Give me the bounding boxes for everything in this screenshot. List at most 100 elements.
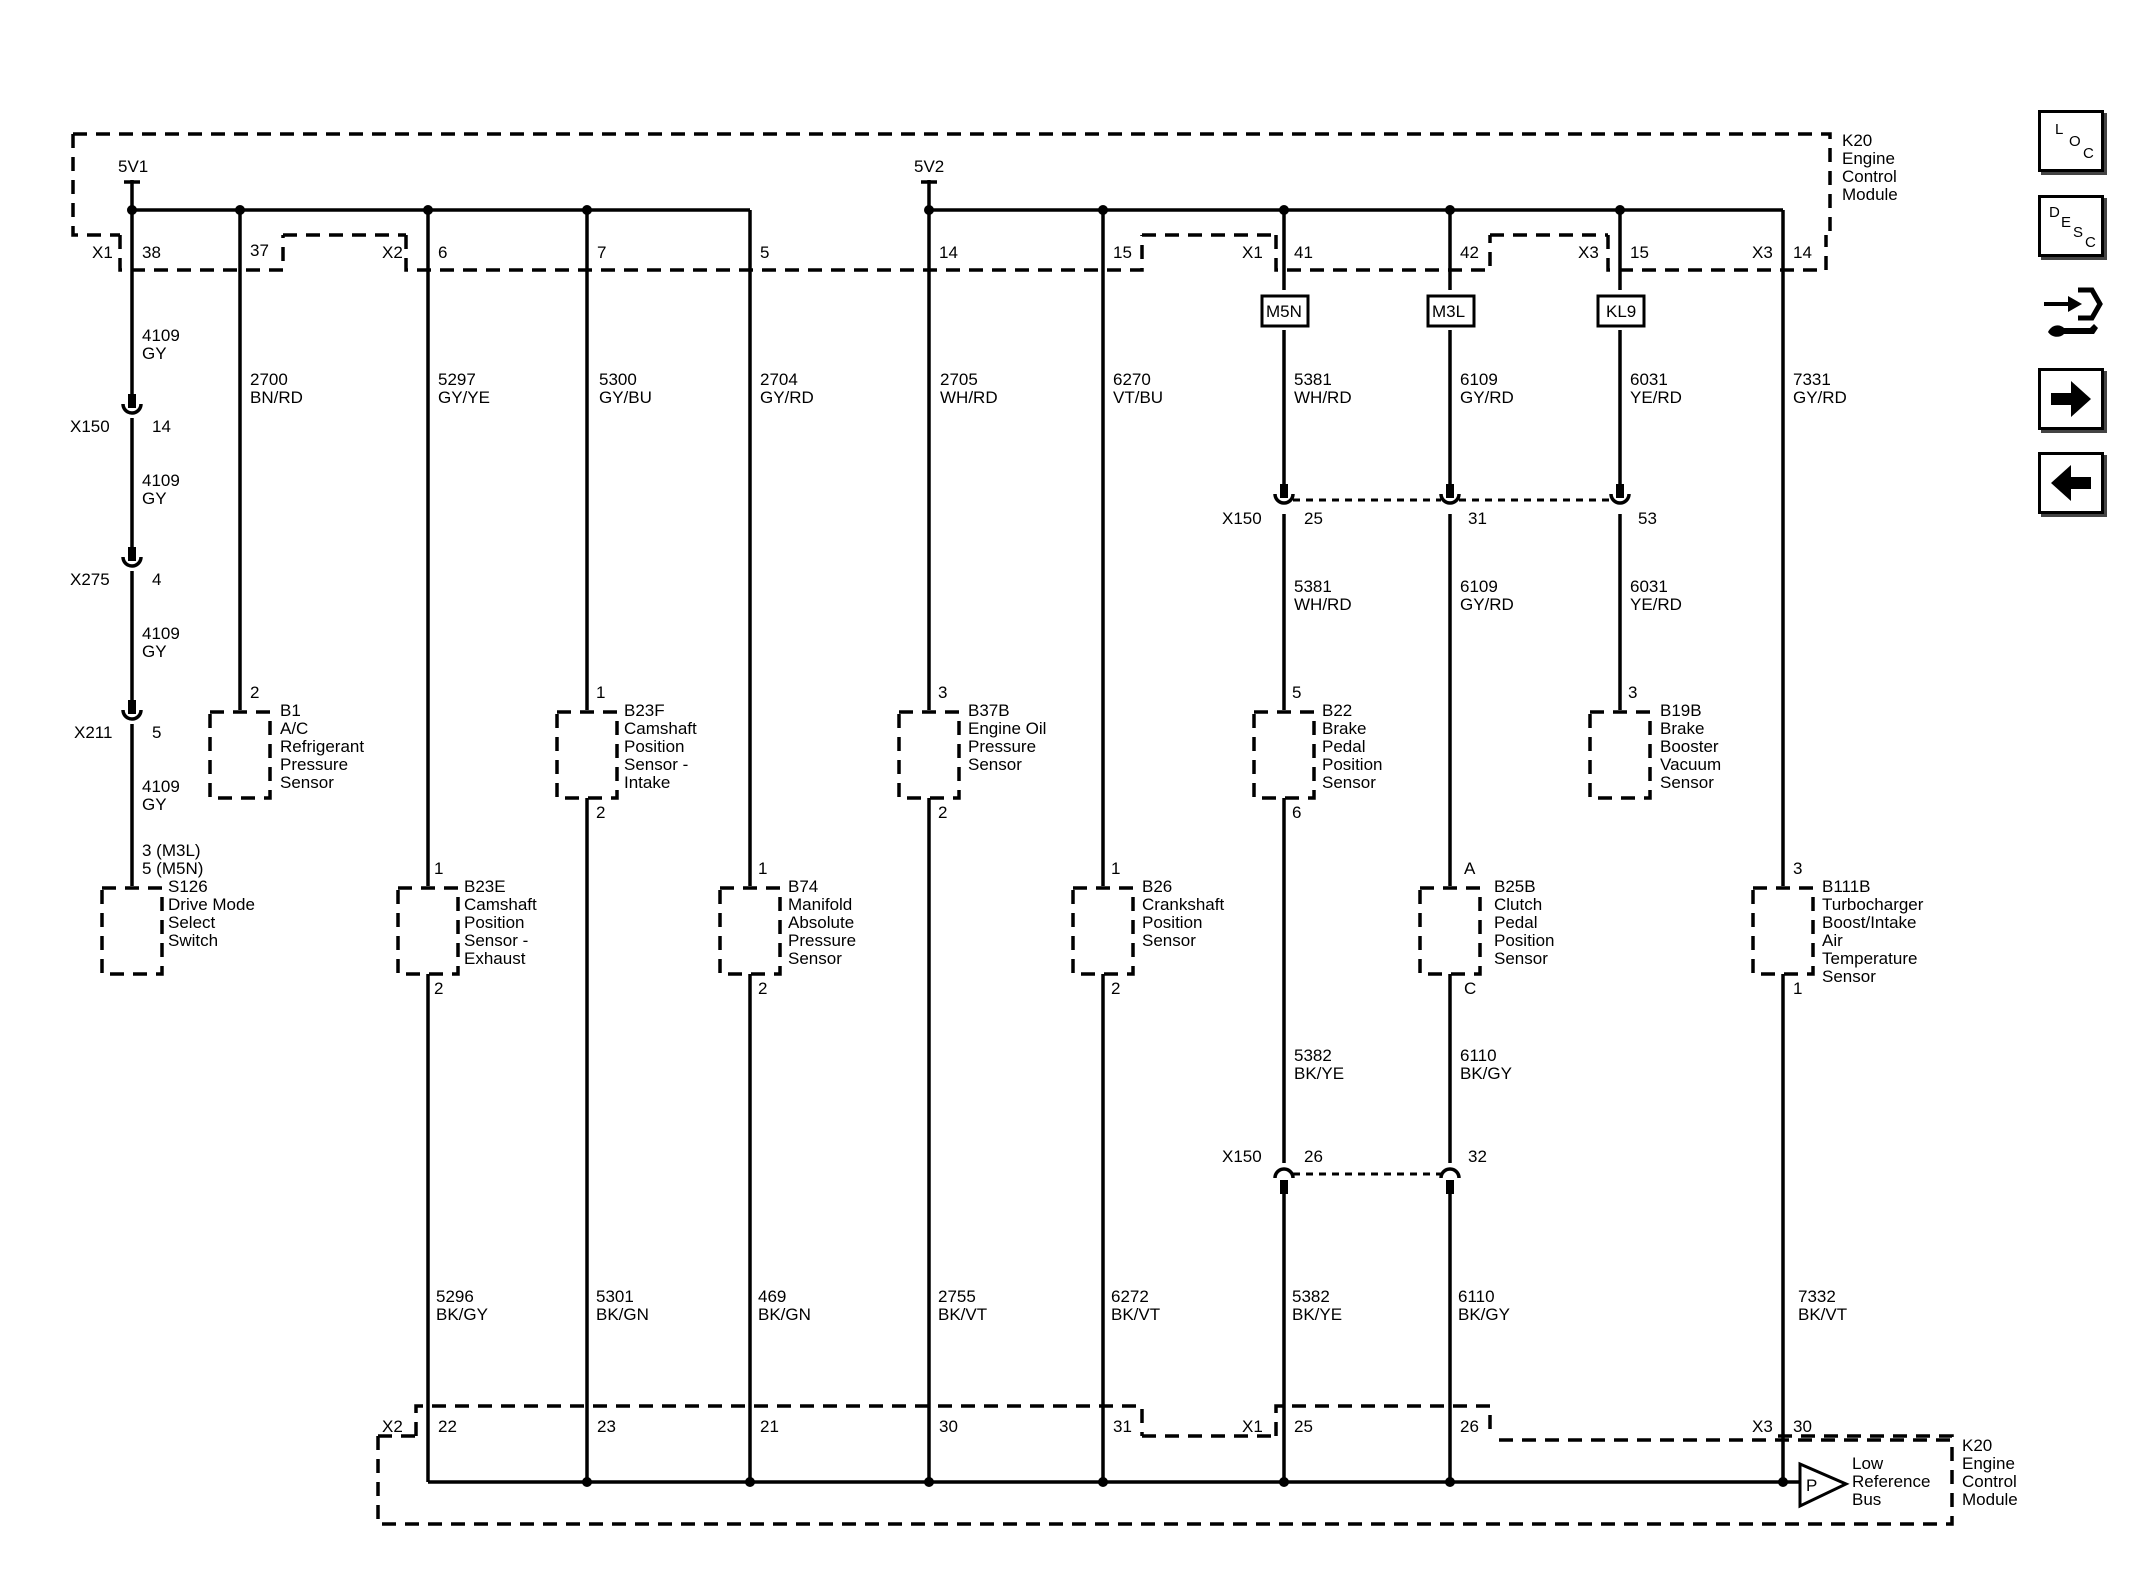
component-id: B19B [1660,701,1702,720]
component-id: B23E [464,877,506,896]
arrow-left-icon [2051,465,2091,501]
pin-label: 7 [597,243,606,262]
loc-letter-l: L [2055,121,2064,138]
component-desc: Position [1494,931,1554,950]
component-desc: Sensor - [624,755,688,774]
component-desc: Brake [1322,719,1366,738]
next-button[interactable] [2038,368,2104,430]
component-desc: Camshaft [464,895,537,914]
arrow-right-icon [2051,381,2091,417]
option-boxes [1260,294,1646,328]
module-desc-top-1: Engine [1842,149,1895,168]
component-pin: 1 [1111,859,1120,878]
component-id: B37B [968,701,1010,720]
component-pin: 1 [434,859,443,878]
wire-color: BN/RD [250,388,303,407]
wire-color: BK/GY [1460,1064,1512,1083]
component-b25b: A C B25B Clutch Pedal Position Sensor [1464,859,1554,998]
component-desc: Pedal [1322,737,1365,756]
wire-color: GY/RD [1460,595,1514,614]
module-k20-bottom-outline [376,1404,1954,1526]
wire-color: WH/RD [1294,388,1352,407]
component-b111b: 3 1 B111B Turbocharger Boost/Intake Air … [1793,859,1924,998]
wire-color: BK/YE [1292,1305,1342,1324]
pin-label: 26 [1460,1417,1479,1436]
pin-label: 37 [250,241,269,260]
wire-circuit: 5297 [438,370,476,389]
component-desc: Sensor [280,773,334,792]
wire-circuit: 4109 [142,326,180,345]
bus-label-1: Low [1852,1454,1884,1473]
wire-circuit: 4109 [142,624,180,643]
component-desc: Position [624,737,684,756]
component-desc: Switch [168,931,218,950]
conn-label: X2 [382,1417,403,1436]
pin-label: 25 [1294,1417,1313,1436]
pin-label: 22 [438,1417,457,1436]
component-desc: Sensor [788,949,842,968]
component-b74: 1 2 B74 Manifold Absolute Pressure Senso… [758,859,856,998]
component-pin: 2 [1111,979,1120,998]
component-s126: 3 (M3L) 5 (M5N) S126 Drive Mode Select S… [142,841,255,950]
module-k20-top-outline [71,132,1832,272]
connector-repair-button[interactable] [2038,282,2104,346]
low-reference-bus-symbol: P [1798,1461,1850,1509]
component-b37b: 3 2 B37B Engine Oil Pressure Sensor [938,683,1046,822]
component-desc: Pressure [280,755,348,774]
component-id: B74 [788,877,818,896]
component-desc: Position [464,913,524,932]
wire-circuit: 6110 [1460,1046,1497,1065]
component-pin: 5 [1292,683,1301,702]
option-label: KL9 [1606,302,1636,321]
module-desc-bottom-2: Control [1962,1472,2017,1491]
wire-color: YE/RD [1630,388,1682,407]
component-pin: 1 [758,859,767,878]
pin-label: 15 [1630,243,1649,262]
wire-color: GY/YE [438,388,490,407]
pin-label: 31 [1113,1417,1132,1436]
previous-button[interactable] [2038,452,2104,514]
bus-label-2: Reference [1852,1472,1930,1491]
component-desc: Sensor [1822,967,1876,986]
wire-circuit: 5382 [1292,1287,1330,1306]
component-pin: 1 [596,683,605,702]
component-desc: Air [1822,931,1843,950]
component-desc: Sensor [1494,949,1548,968]
component-b23e: 1 2 B23E Camshaft Position Sensor - Exha… [434,859,537,998]
component-desc: Absolute [788,913,854,932]
conn-label: X1 [1242,1417,1263,1436]
wire-color: BK/GN [758,1305,811,1324]
wire-color: GY/RD [1793,388,1847,407]
component-pin: 2 [596,803,605,822]
inline-conn-pin: 32 [1468,1147,1487,1166]
wire-circuit: 5381 [1294,577,1332,596]
inline-conn-name: X150 [70,417,110,436]
component-id: B22 [1322,701,1352,720]
wire-circuit: 5300 [599,370,637,389]
location-button[interactable]: L O C [2038,110,2104,172]
wire-circuit: 2755 [938,1287,976,1306]
wire-color: GY [142,795,167,814]
wire-circuit: 4109 [142,777,180,796]
component-pin: 3 [1793,859,1802,878]
inline-conn-name: X150 [1222,509,1262,528]
component-pin: 3 (M3L) [142,841,201,860]
wire-circuit: 2700 [250,370,288,389]
module-desc-bottom-3: Module [1962,1490,2018,1509]
pin-label: 21 [760,1417,779,1436]
inline-conn-name: X211 [74,723,112,742]
desc-letter-d: D [2049,204,2060,221]
wire-circuit: 6109 [1460,370,1498,389]
component-desc: Vacuum [1660,755,1721,774]
component-desc: Pressure [788,931,856,950]
inline-conn-pin: 31 [1468,509,1487,528]
component-desc: Refrigerant [280,737,364,756]
pin-label: 14 [939,243,958,262]
component-pin: 1 [1793,979,1802,998]
component-pin: 6 [1292,803,1301,822]
pin-label: 5 [760,243,769,262]
component-desc: Position [1322,755,1382,774]
description-button[interactable]: D E S C [2038,195,2104,257]
wire-circuit: 2705 [940,370,978,389]
wire-color: BK/VT [938,1305,987,1324]
